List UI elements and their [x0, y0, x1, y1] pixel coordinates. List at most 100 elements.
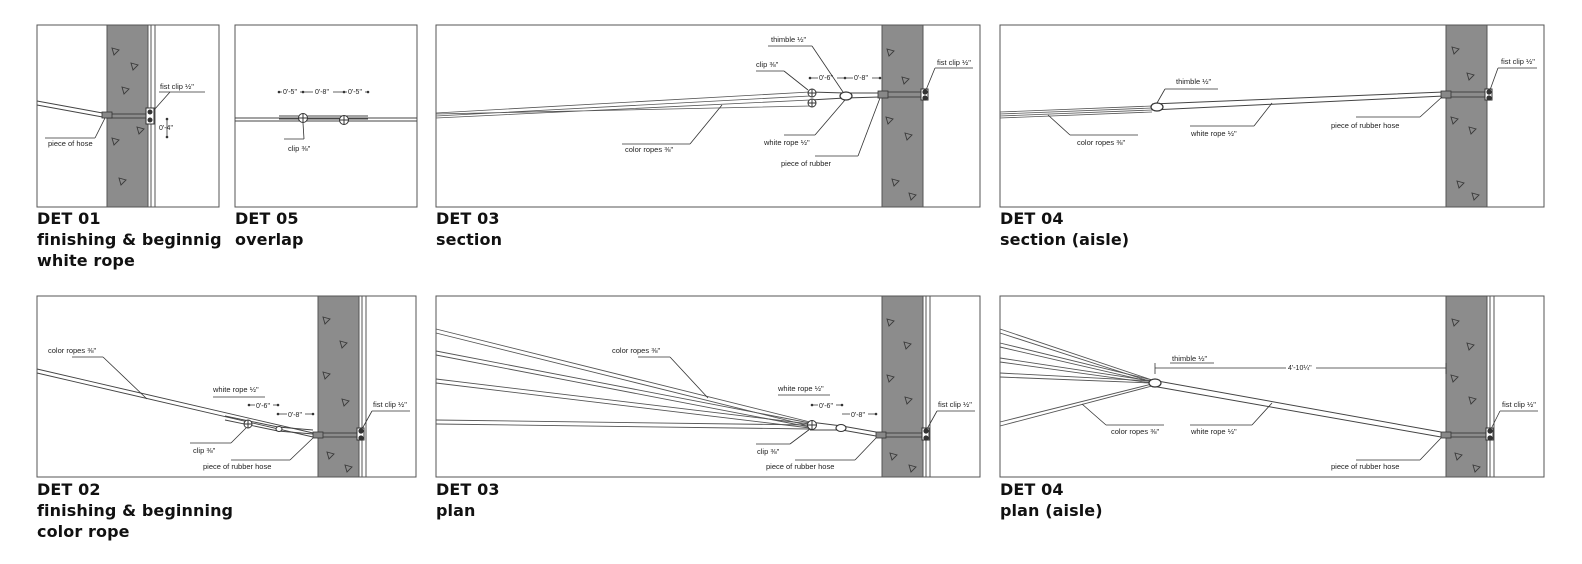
det04s-thimble: [1150, 102, 1164, 112]
det03p-code: DET 03: [436, 480, 500, 499]
det03s-code: DET 03: [436, 209, 500, 228]
det03p-color-ropes: [435, 328, 811, 430]
det03s-clips: [807, 88, 817, 108]
det04s-fist-clip: [1484, 88, 1493, 101]
det01-label-dim: 0'-4": [159, 125, 173, 132]
det03p-label-white-rope: white rope ½": [777, 384, 824, 393]
det01-hose: [101, 111, 113, 119]
det05-dim-b: 0'-8": [315, 89, 329, 96]
det02-fist-clip: [356, 427, 365, 441]
det03s-fist-clip: [920, 88, 929, 101]
det03p-clip: [807, 420, 817, 430]
det02-code: DET 02: [37, 480, 101, 499]
det04-section-drawing: thimble ½" fist clip ½" color ropes ⅜" w…: [999, 24, 1545, 208]
det04p-label-color-ropes: color ropes ⅜": [1111, 427, 1159, 436]
det03s-rubber: [877, 90, 889, 99]
det05-drawing: 0'-5" 0'-8" 0'-5" clip ⅜": [234, 24, 418, 208]
det05-dim-a: 0'-5": [283, 89, 297, 96]
det02-label-fist-clip: fist clip ½": [373, 400, 407, 409]
det04p-code: DET 04: [1000, 480, 1064, 499]
det01-drawing: fist clip ½" 0'-4" piece of hose: [36, 24, 220, 208]
det04-section-caption: DET 04 section (aisle): [1000, 208, 1129, 250]
det05-clip-b: [339, 115, 349, 125]
det02-label-clip: clip ⅜": [193, 446, 216, 455]
det03p-fist-clip: [921, 427, 930, 441]
det01-code: DET 01: [37, 209, 101, 228]
det03s-label-fist-clip: fist clip ½": [937, 58, 971, 67]
det03-plan-caption: DET 03 plan: [436, 479, 500, 521]
det04-plan-caption: DET 04 plan (aisle): [1000, 479, 1103, 521]
det03-plan-drawing: 0'-6" 0'-8" color ropes ⅜" white rope ½"…: [435, 295, 981, 478]
det04p-hose: [1440, 431, 1452, 439]
det02-concrete-wall: [317, 295, 360, 478]
det02-hose: [312, 431, 324, 439]
det03p-thimble: [835, 423, 847, 433]
det02-color-rope: [36, 368, 314, 438]
det04s-title: section (aisle): [1000, 230, 1130, 249]
det02-caption: DET 02 finishing & beginning color rope: [37, 479, 233, 542]
det04p-white-rope: [1151, 379, 1442, 438]
det03p-title: plan: [436, 501, 476, 520]
det04s-label-color-ropes: color ropes ⅜": [1077, 138, 1125, 147]
det04-plan-drawing: 4'-10¼" thimble ½" fist clip ½" color ro…: [999, 295, 1545, 478]
det04p-title: plan (aisle): [1000, 501, 1103, 520]
det02-dim-b: 0'-8": [288, 412, 302, 419]
det04s-concrete-wall: [1445, 24, 1488, 208]
det03p-dim-b: 0'-8": [851, 412, 865, 419]
det05-code: DET 05: [235, 209, 299, 228]
det03s-title: section: [436, 230, 503, 249]
det05-clip-a: [298, 113, 308, 123]
det05-title: overlap: [235, 230, 304, 249]
det04s-label-thimble: thimble ½": [1176, 77, 1212, 86]
det04s-label-fist-clip: fist clip ½": [1501, 57, 1535, 66]
det03s-dim-a: 0'-6": [819, 75, 833, 82]
det03p-label-color-ropes: color ropes ⅜": [612, 346, 660, 355]
det04p-concrete-wall: [1445, 295, 1488, 478]
det04p-label-thimble: thimble ½": [1172, 354, 1208, 363]
det02-clip: [243, 419, 253, 429]
det02-drawing: 0'-6" 0'-8" color ropes ⅜" white rope ½"…: [36, 295, 417, 478]
det04s-white-rope: [1151, 91, 1445, 111]
det03p-label-fist-clip: fist clip ½": [938, 400, 972, 409]
det02-title-line1: finishing & beginning: [37, 501, 234, 520]
det04p-thimble: [1148, 378, 1162, 388]
det03s-label-thimble: thimble ½": [771, 35, 807, 44]
det01-label-fist-clip: fist clip ½": [160, 82, 194, 91]
det03p-dim-a: 0'-6": [819, 403, 833, 410]
det04s-label-hose: piece of rubber hose: [1331, 121, 1399, 130]
det04p-label-fist-clip: fist clip ½": [1502, 400, 1536, 409]
det03p-label-clip: clip ⅜": [757, 447, 780, 456]
det03s-color-ropes: [435, 91, 811, 119]
det04p-fist-clip: [1485, 427, 1494, 441]
det04p-dim: 4'-10¼": [1288, 365, 1312, 372]
det05-dim-c: 0'-5": [348, 89, 362, 96]
det05-label-clip: clip ⅜": [288, 144, 311, 153]
det01-caption: DET 01 finishing & beginnig white rope: [37, 208, 222, 271]
det03p-hose: [875, 431, 887, 439]
det04s-code: DET 04: [1000, 209, 1064, 228]
det04s-color-ropes: [999, 105, 1153, 119]
det03p-label-hose: piece of rubber hose: [766, 462, 834, 471]
det03s-label-color-ropes: color ropes ⅜": [625, 145, 673, 154]
det04s-hose: [1440, 90, 1452, 99]
det04p-label-hose: piece of rubber hose: [1331, 462, 1399, 471]
det05-ropes: [235, 115, 417, 122]
det04p-label-white-rope: white rope ½": [1190, 427, 1237, 436]
det03s-label-clip: clip ⅜": [756, 60, 779, 69]
det03-section-caption: DET 03 section: [436, 208, 502, 250]
det03s-thimble: [839, 91, 853, 101]
det02-title-line2: color rope: [37, 522, 130, 541]
det02-dim-a: 0'-6": [256, 403, 270, 410]
det01-label-hose: piece of hose: [48, 139, 93, 148]
det05-caption: DET 05 overlap: [235, 208, 304, 250]
det02-label-hose: piece of rubber hose: [203, 462, 271, 471]
det02-label-white-rope: white rope ½": [212, 385, 259, 394]
det01-title-line2: white rope: [37, 251, 135, 270]
det01-fist-clip: [145, 107, 155, 125]
det03s-label-rubber: piece of rubber: [781, 159, 832, 168]
det03-section-drawing: 0'-6" 0'-8" thimble ½" clip ⅜" fist clip…: [435, 24, 981, 208]
det03s-dim-b: 0'-8": [854, 75, 868, 82]
det01-title-line1: finishing & beginnig: [37, 230, 222, 249]
det02-label-color-ropes: color ropes ⅜": [48, 346, 96, 355]
